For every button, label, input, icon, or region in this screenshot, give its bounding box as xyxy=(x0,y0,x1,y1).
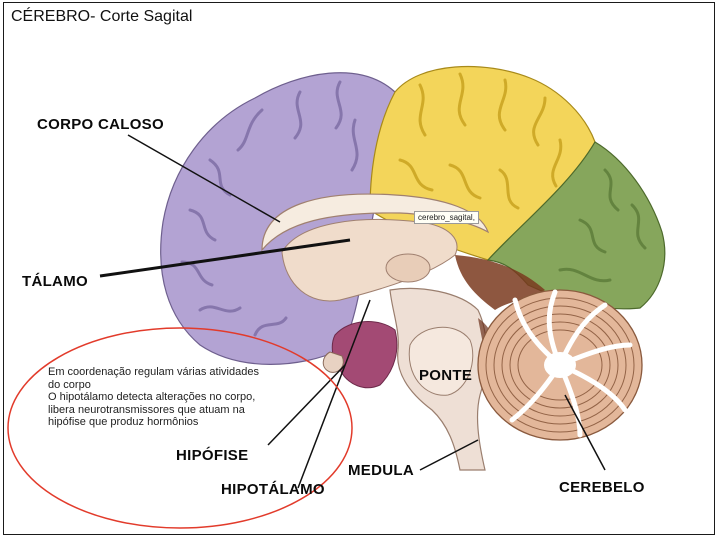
note-line: hipófise que produz hormônios xyxy=(48,416,313,429)
label-ponte: PONTE xyxy=(419,367,472,384)
note-line: Em coordenação regulam várias atividades xyxy=(48,366,313,379)
hypothalamus xyxy=(332,322,397,388)
label-talamo: TÁLAMO xyxy=(22,273,88,290)
thalamus xyxy=(282,220,457,302)
note-line: O hipotálamo detecta alterações no corpo… xyxy=(48,391,313,404)
hypothalamus-note: Em coordenação regulam várias atividades… xyxy=(48,366,313,429)
image-tooltip: cerebro_sagital, xyxy=(414,211,479,224)
label-hipotalamo: HIPOTÁLAMO xyxy=(221,481,325,498)
slide-title: CÉREBRO- Corte Sagital xyxy=(11,8,192,26)
interthalamic-adhesion xyxy=(386,254,430,282)
label-cerebelo: CEREBELO xyxy=(559,479,645,496)
note-line: libera neurotransmissores que atuam na xyxy=(48,404,313,417)
label-hipofise: HIPÓFISE xyxy=(176,447,248,464)
cerebellum xyxy=(478,290,642,440)
note-line: do corpo xyxy=(48,379,313,392)
label-medula: MEDULA xyxy=(348,462,414,479)
label-corpo-caloso: CORPO CALOSO xyxy=(37,116,164,133)
